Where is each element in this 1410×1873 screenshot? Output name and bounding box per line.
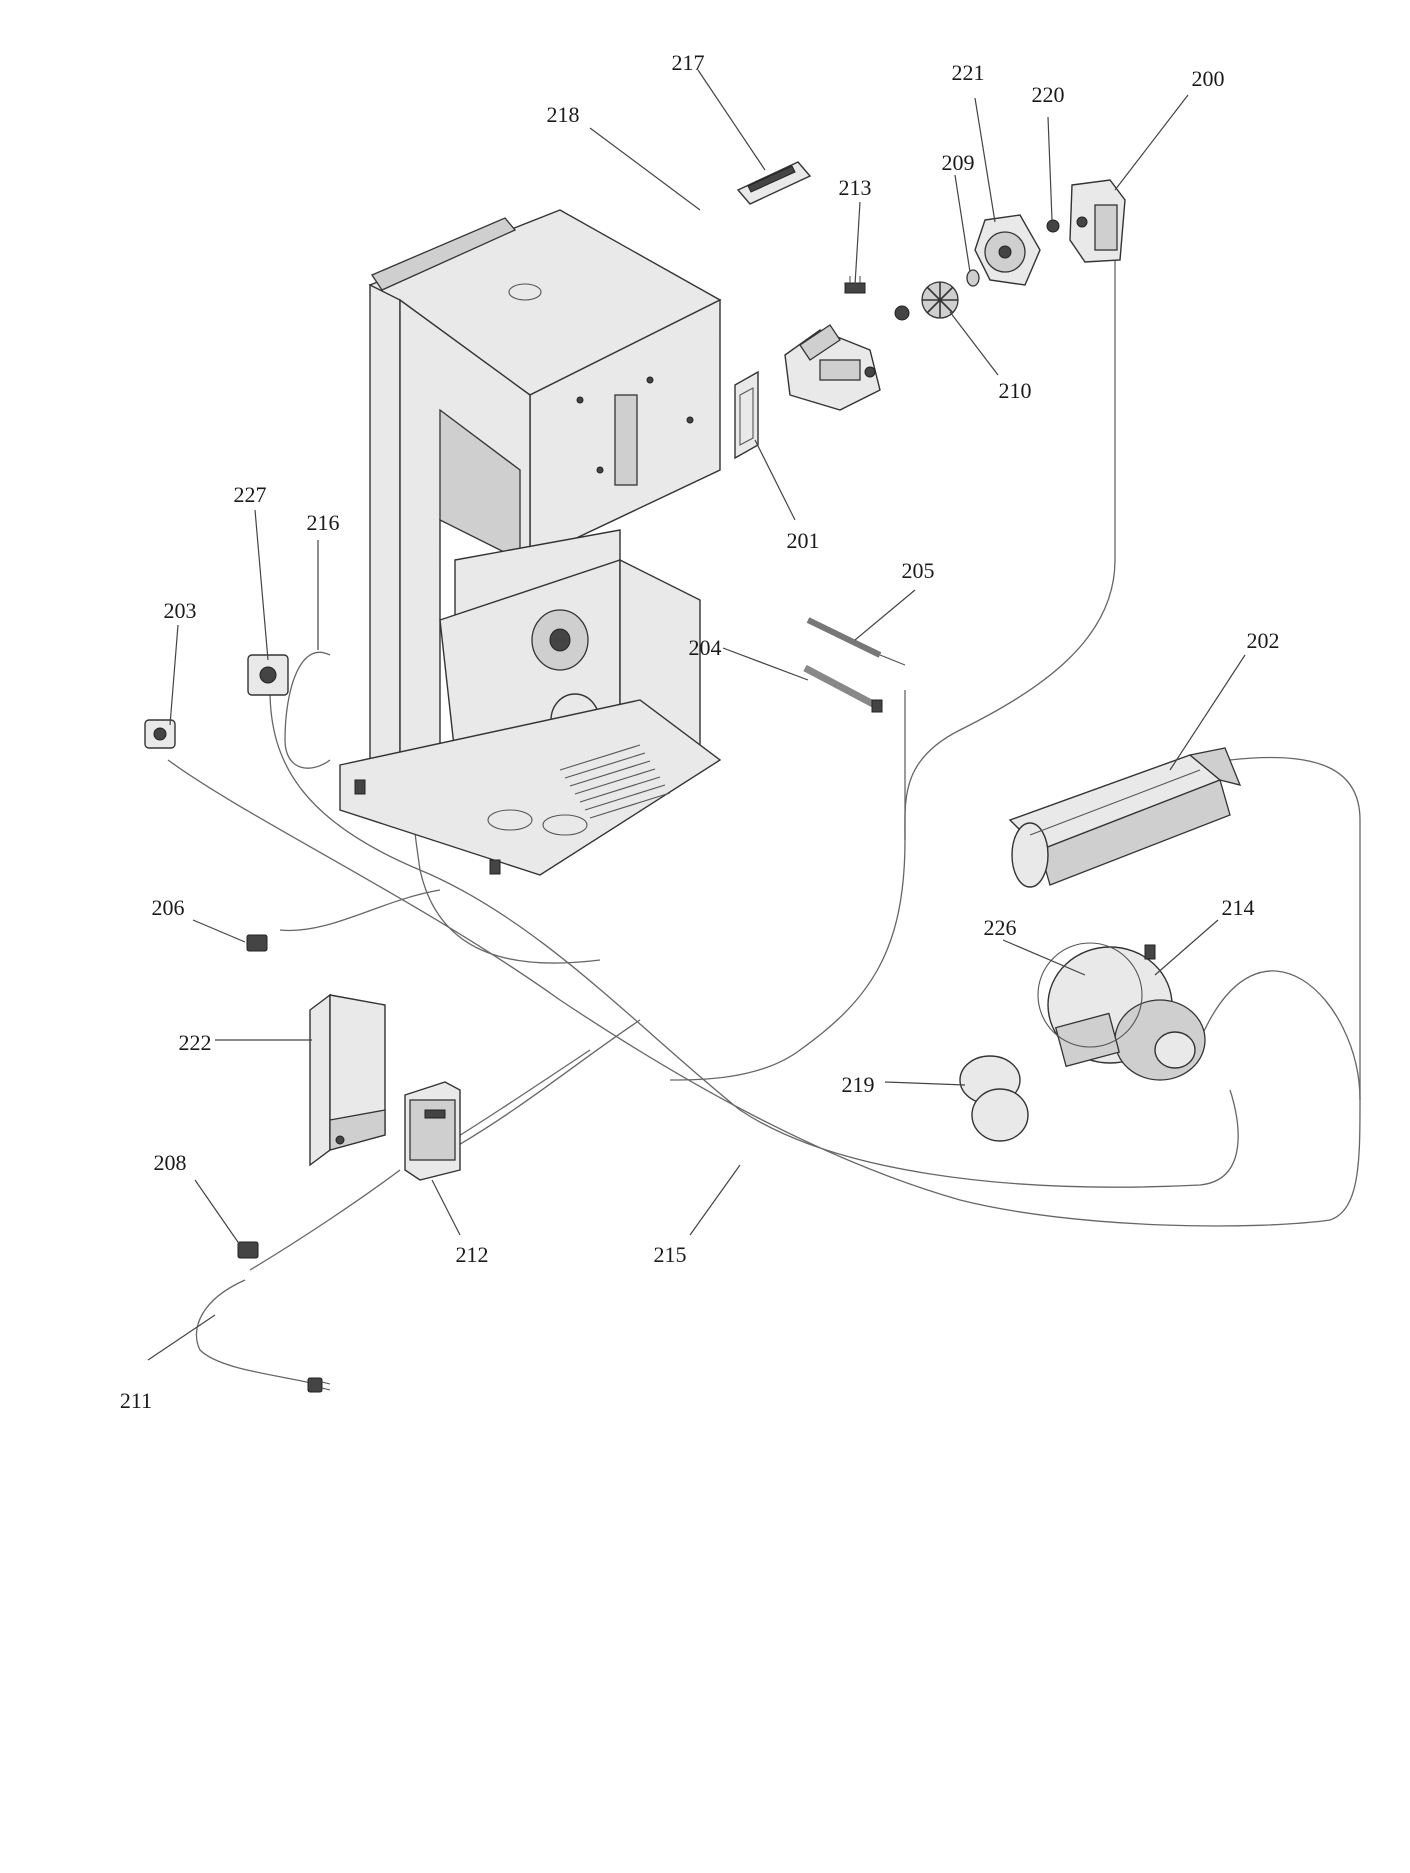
- label-206: 206: [152, 895, 185, 920]
- part-labels: 217 218 213 209 221 220 200 210 201 205 …: [120, 50, 1280, 1413]
- part-220-bushing: [1046, 219, 1060, 233]
- part-200-gear-motor: [1069, 179, 1126, 263]
- label-202: 202: [1247, 628, 1280, 653]
- label-221: 221: [952, 60, 985, 85]
- part-222-bracket: [309, 993, 386, 1167]
- label-208: 208: [154, 1150, 187, 1175]
- part-206-switch: [246, 934, 268, 952]
- label-218: 218: [547, 102, 580, 127]
- part-219-exhaust-elbow: [959, 1055, 1029, 1142]
- label-217: 217: [672, 50, 705, 75]
- part-201-gasket: [734, 370, 759, 460]
- part-205-ignitor: [806, 617, 906, 666]
- part-208-fuse-holder: [237, 1241, 259, 1259]
- label-200: 200: [1192, 66, 1225, 91]
- label-213: 213: [839, 175, 872, 200]
- part-203-snap-disc: [144, 719, 176, 749]
- label-209: 209: [942, 150, 975, 175]
- label-220: 220: [1032, 82, 1065, 107]
- auger-feed-assembly: [784, 324, 881, 411]
- part-221-motor-plate: [974, 214, 1041, 286]
- part-209-bearing: [966, 269, 980, 287]
- part-227-pressure-switch: [247, 654, 289, 696]
- leader-lines: [147, 69, 1246, 1361]
- part-204-sensor: [803, 664, 883, 713]
- part-226-gasket: [1037, 942, 1143, 1048]
- stove-body: [339, 209, 722, 876]
- label-205: 205: [902, 558, 935, 583]
- label-210: 210: [999, 378, 1032, 403]
- label-227: 227: [234, 482, 267, 507]
- label-201: 201: [787, 528, 820, 553]
- part-211-power-plug: [307, 1377, 331, 1393]
- part-212-control-board: [404, 1081, 461, 1181]
- part-217-control-panel: [736, 161, 812, 205]
- part-202-convection-fan: [1008, 747, 1242, 888]
- label-216: 216: [307, 510, 340, 535]
- label-203: 203: [164, 598, 197, 623]
- label-204: 204: [689, 635, 722, 660]
- label-219: 219: [842, 1072, 875, 1097]
- part-210-impeller: [894, 281, 959, 321]
- label-212: 212: [456, 1242, 489, 1267]
- base-vents: [559, 744, 671, 819]
- label-215: 215: [654, 1242, 687, 1267]
- label-214: 214: [1222, 895, 1255, 920]
- label-211: 211: [120, 1388, 152, 1413]
- label-222: 222: [179, 1030, 212, 1055]
- part-214-combustion-blower: [1047, 944, 1206, 1081]
- label-226: 226: [984, 915, 1017, 940]
